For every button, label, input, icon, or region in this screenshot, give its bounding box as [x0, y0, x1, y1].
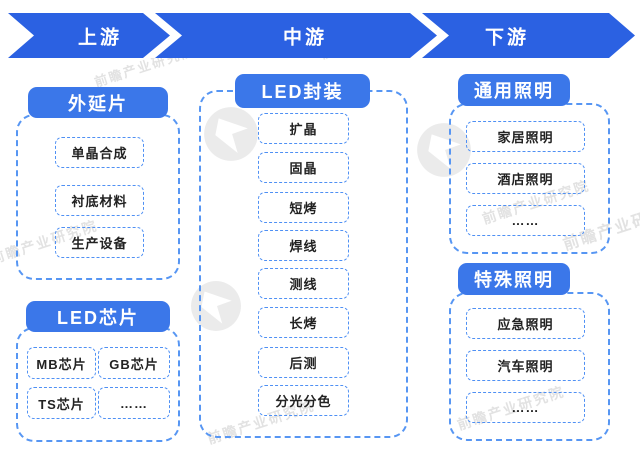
- item-single-crystal-synthesis: 单晶合成: [55, 137, 144, 168]
- item-hotel-lighting: 酒店照明: [466, 163, 585, 194]
- item-die-bonding: 固晶: [258, 152, 349, 183]
- item-automotive-lighting: 汽车照明: [466, 350, 585, 381]
- item-wire-bonding: 焊线: [258, 230, 349, 261]
- group-box-led-chip: [16, 327, 180, 442]
- group-header-led-packaging: LED封装: [235, 74, 370, 108]
- item-production-equipment: 生产设备: [55, 227, 144, 258]
- group-header-epitaxial-wafer: 外延片: [28, 87, 168, 118]
- item-post-testing: 后测: [258, 347, 349, 378]
- chevron-separator-icon: [410, 13, 449, 58]
- stage-label-upstream: 上游: [77, 27, 123, 48]
- group-header-led-chip: LED芯片: [26, 301, 170, 332]
- item-die-expansion: 扩晶: [258, 113, 349, 144]
- item-chip-ellipsis: ……: [98, 387, 170, 419]
- item-mb-chip: MB芯片: [27, 347, 96, 379]
- chevron-separator-icon: [143, 13, 182, 58]
- watermark-logo-icon: [190, 280, 242, 337]
- stage-banner: 上游 中游 下游: [8, 13, 635, 58]
- item-gb-chip: GB芯片: [98, 347, 170, 379]
- item-wire-testing: 测线: [258, 268, 349, 299]
- item-emergency-lighting: 应急照明: [466, 308, 585, 339]
- item-special-lighting-ellipsis: ……: [466, 392, 585, 423]
- watermark-logo-icon: [416, 122, 472, 183]
- stage-label-downstream: 下游: [484, 27, 530, 48]
- item-home-lighting: 家居照明: [466, 121, 585, 152]
- stage-label-midstream: 中游: [282, 27, 328, 48]
- watermark-logo-icon: [203, 106, 259, 167]
- group-header-special-lighting: 特殊照明: [458, 263, 570, 295]
- item-general-lighting-ellipsis: ……: [466, 205, 585, 236]
- item-ts-chip: TS芯片: [27, 387, 96, 419]
- item-long-bake: 长烤: [258, 307, 349, 338]
- group-header-general-lighting: 通用照明: [458, 74, 570, 106]
- item-short-bake: 短烤: [258, 192, 349, 223]
- item-spectral-color-sorting: 分光分色: [258, 385, 349, 416]
- item-substrate-material: 衬底材料: [55, 185, 144, 216]
